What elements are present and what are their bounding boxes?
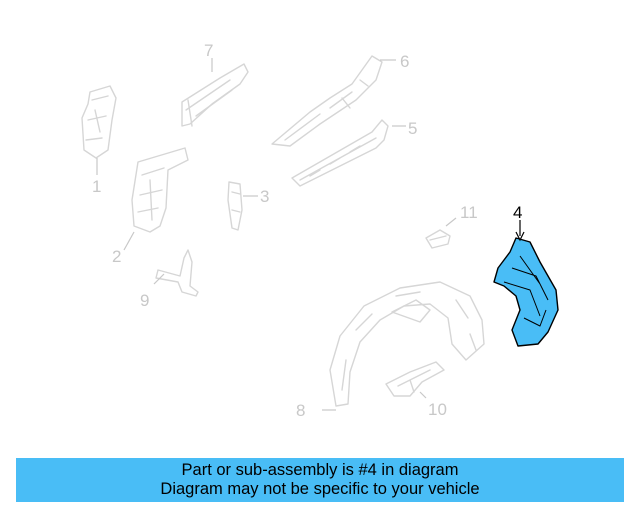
callout-2: 2: [112, 247, 121, 266]
callout-5: 5: [408, 119, 417, 138]
part-11-cap[interactable]: [425, 217, 457, 249]
callout-6: 6: [400, 52, 409, 71]
banner-line-2: Diagram may not be specific to your vehi…: [160, 480, 480, 498]
callout-8: 8: [296, 401, 305, 420]
callout-7: 7: [204, 41, 213, 60]
part-9-support-bracket[interactable]: [153, 249, 199, 297]
callout-11: 11: [460, 203, 478, 222]
part-5-rail[interactable]: [291, 119, 406, 187]
callout-9: 9: [140, 291, 149, 310]
part-1-pillar[interactable]: [81, 85, 117, 175]
callout-10: 10: [428, 400, 447, 419]
part-2-pillar-reinforcement[interactable]: [123, 147, 189, 251]
info-banner: Part or sub-assembly is #4 in diagram Di…: [16, 458, 624, 502]
banner-line-1: Part or sub-assembly is #4 in diagram: [181, 461, 459, 479]
callout-4: 4: [513, 203, 522, 222]
part-7-hinge-bracket[interactable]: [181, 58, 249, 127]
callout-3: 3: [260, 187, 269, 206]
part-10-lower-bracket[interactable]: [385, 361, 445, 399]
part-4-highlighted-panel[interactable]: [493, 220, 559, 347]
callout-1: 1: [92, 177, 101, 196]
part-3-bracket[interactable]: [227, 181, 258, 231]
part-8-wheelhouse[interactable]: [322, 281, 485, 411]
part-6-upper-rail[interactable]: [271, 55, 396, 147]
